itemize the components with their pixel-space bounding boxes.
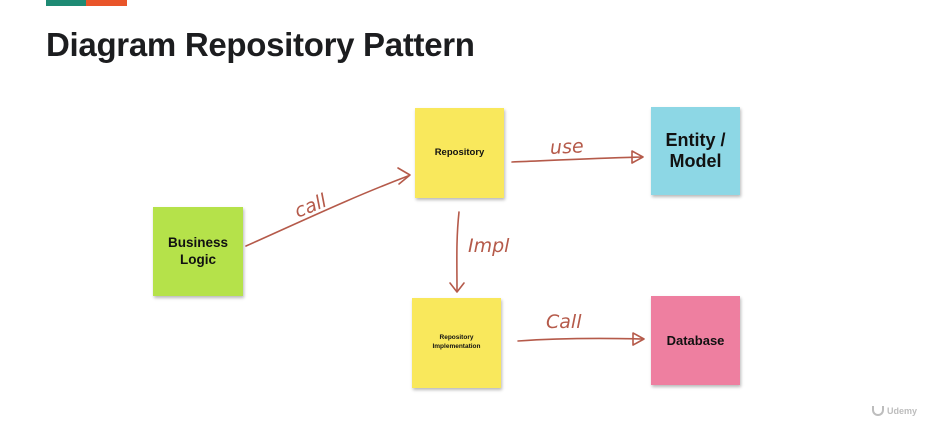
edge-use-line — [511, 156, 643, 163]
udemy-logo-icon — [871, 406, 884, 416]
node-database: Database — [651, 296, 740, 385]
accent-bar-green — [46, 0, 86, 6]
edge-call-line — [245, 175, 409, 247]
edge-impl-arrowhead — [449, 282, 465, 293]
node-business-logic-label: Business Logic — [167, 235, 229, 267]
slide-title: Diagram Repository Pattern — [46, 26, 475, 63]
node-repository-implementation-label: Repository Implementation — [432, 334, 481, 350]
udemy-watermark-text: Udemy — [886, 406, 917, 416]
node-repository-label: Repository — [434, 147, 485, 159]
edge-call2-line — [517, 337, 644, 342]
accent-bar-orange — [86, 0, 127, 6]
edge-impl-label: Impl — [468, 235, 510, 257]
node-entity-model: Entity / Model — [651, 107, 740, 195]
edge-call2-label: Call — [546, 311, 582, 333]
node-database-label: Database — [666, 332, 725, 348]
edge-impl-line — [456, 211, 460, 291]
edge-use-label: use — [549, 135, 584, 159]
node-entity-model-label: Entity / Model — [665, 130, 726, 171]
node-repository: Repository — [415, 108, 504, 198]
edge-call-arrowhead — [397, 167, 411, 185]
udemy-watermark: Udemy — [871, 406, 917, 416]
node-business-logic: Business Logic — [153, 207, 243, 296]
edge-use-arrowhead — [631, 150, 644, 164]
edge-call2-arrowhead — [632, 332, 645, 346]
edge-call-label: call — [291, 190, 330, 223]
node-repository-implementation: Repository Implementation — [412, 298, 501, 388]
